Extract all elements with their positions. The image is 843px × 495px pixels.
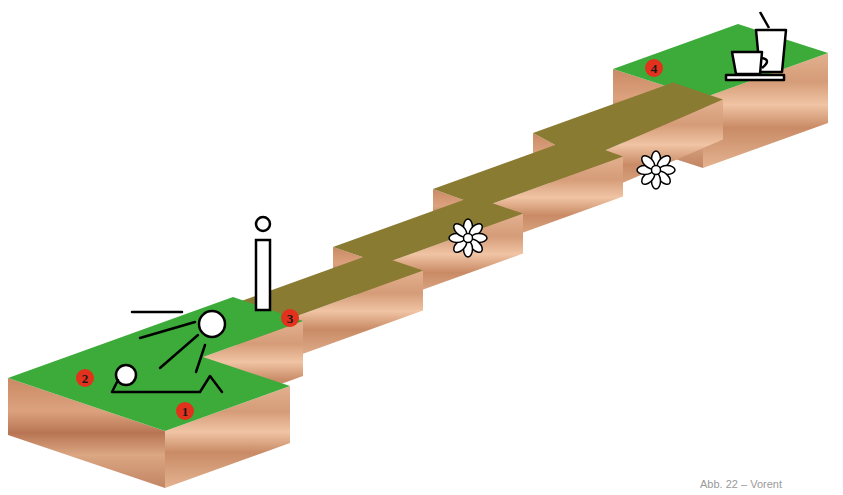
callout-number: 2: [76, 369, 94, 387]
cafe-symbol: [726, 12, 786, 80]
callout-text: 4: [651, 62, 658, 75]
callout-text: 1: [182, 405, 189, 418]
callout-number: 4: [645, 59, 663, 77]
start-platform: [8, 297, 303, 488]
callout-text: 2: [82, 372, 89, 385]
callout-number: 1: [176, 402, 194, 420]
sunbathing-symbol: [112, 311, 225, 392]
callout-text: 3: [287, 312, 294, 325]
info-symbol: [256, 217, 270, 310]
figure-caption: Abb. 22 – Vorent: [700, 478, 782, 490]
callout-number: 3: [281, 309, 299, 327]
flower-symbol: [637, 151, 675, 189]
flower-symbol: [449, 219, 487, 257]
